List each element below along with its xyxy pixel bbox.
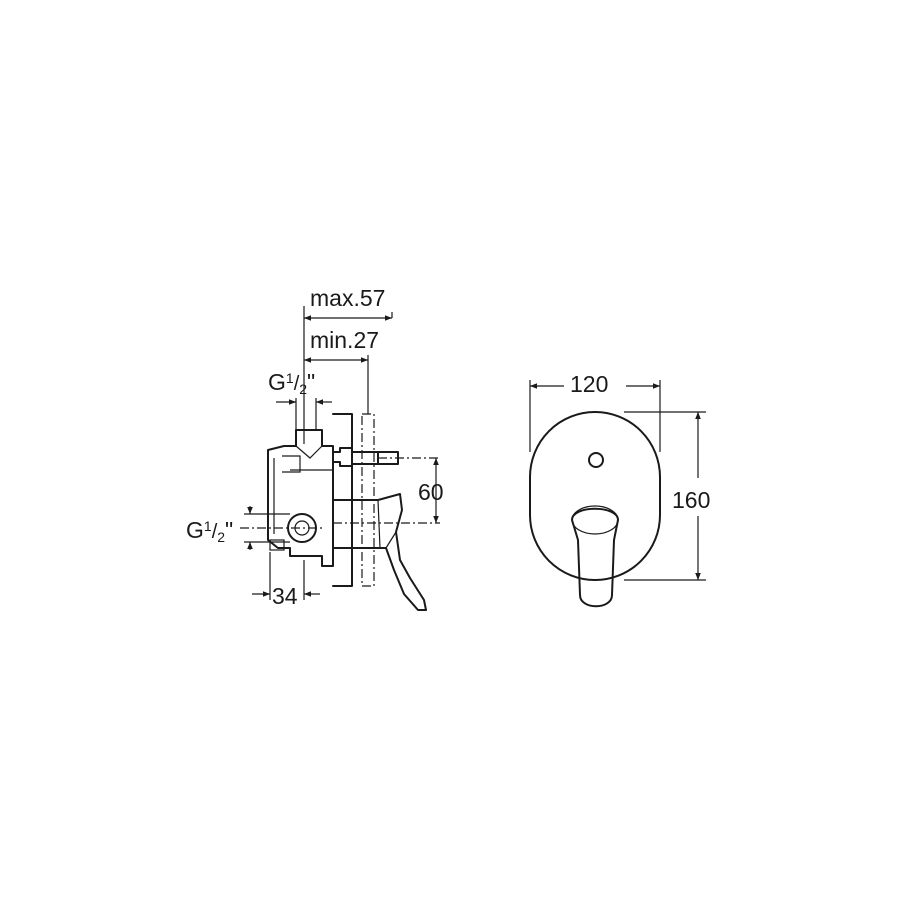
side-view: max.57 min.27 G1/2" G1/2" 60 (186, 285, 444, 611)
side-thread-label: G1/2" (186, 517, 233, 545)
handle-height-label: 60 (418, 479, 444, 505)
front-lever-hub (571, 505, 619, 535)
dim-top-thread: G1/2" (268, 369, 332, 405)
max-depth-label: max.57 (310, 285, 385, 311)
wall-plate (361, 355, 375, 587)
dim-handle-height: 60 (418, 458, 444, 523)
valve-body (267, 429, 334, 567)
dim-min-depth: min.27 (304, 327, 379, 363)
dim-side-thread: G1/2" (186, 506, 290, 550)
min-depth-label: min.27 (310, 327, 379, 353)
diverter-knob-hole (588, 452, 604, 468)
front-view: 120 160 (529, 371, 710, 608)
lever-handle (332, 493, 427, 611)
plate-width-label: 120 (570, 371, 608, 397)
plate-height-label: 160 (672, 487, 710, 513)
side-outlet (240, 513, 322, 543)
dim-body-offset: 34 (252, 552, 320, 609)
diverter-spindle (332, 447, 440, 467)
body-offset-label: 34 (272, 583, 298, 609)
dim-plate-height: 160 (624, 411, 710, 581)
front-lever-handle (571, 507, 619, 608)
top-thread-label: G1/2" (268, 369, 315, 397)
dim-plate-width: 120 (529, 371, 661, 452)
cover-plate (529, 411, 661, 581)
top-inlet (295, 398, 317, 430)
dim-max-depth: max.57 (303, 285, 393, 444)
